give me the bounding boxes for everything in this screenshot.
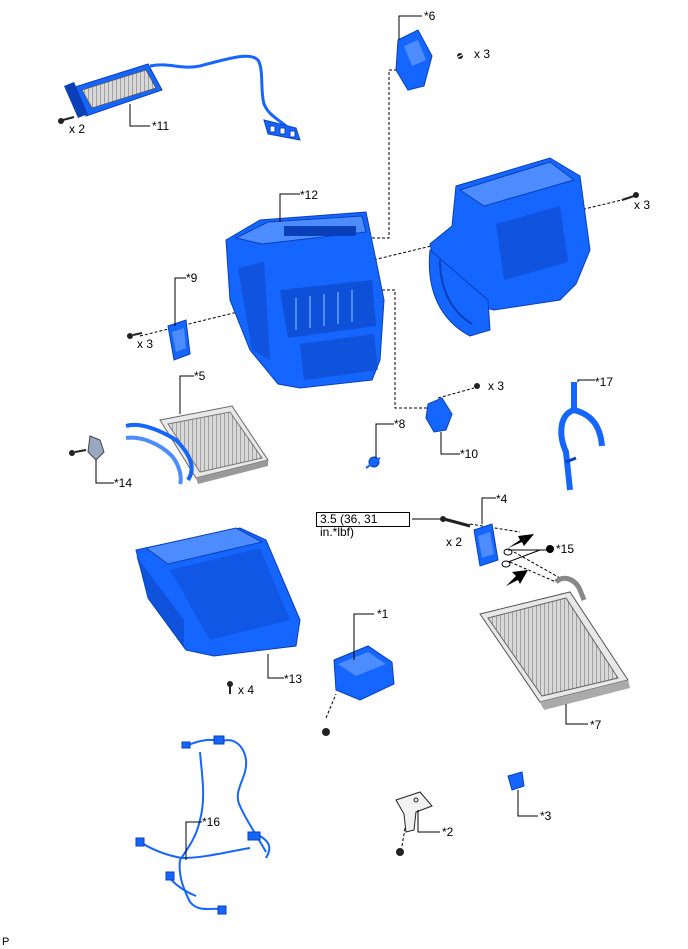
callout-label-15: *15 (556, 542, 575, 556)
actuator-part (167, 319, 191, 361)
servo-motor-part (425, 397, 453, 433)
quantity-label: x 3 (474, 47, 491, 61)
callout-label-17: *17 (595, 375, 614, 389)
screw-icon (455, 53, 465, 59)
leader-line (577, 379, 595, 382)
callout-label-13: *13 (284, 672, 303, 686)
callout-label-11: *11 (152, 119, 170, 133)
screw-icon (127, 332, 143, 339)
damper-servo-part (395, 29, 433, 91)
connector-icon (135, 735, 261, 915)
leader-line (481, 497, 496, 524)
torque-unit: in.*lbf) (320, 525, 355, 539)
leader-line (95, 460, 114, 484)
quantity-label: x 2 (69, 122, 86, 136)
leader-line (417, 810, 440, 833)
leader-line (440, 432, 460, 455)
quantity-label: x 3 (137, 337, 154, 351)
quantity-label: x 3 (488, 379, 505, 393)
blower-case-part (428, 157, 591, 337)
callout-label-7: *7 (590, 718, 602, 732)
callout-label-1: *1 (377, 607, 389, 621)
leader-line (185, 821, 202, 860)
leader-line (565, 704, 588, 725)
nut-icon (396, 848, 404, 856)
leader-line (279, 193, 300, 222)
bracket-part (395, 791, 433, 833)
quantity-label: x 3 (634, 198, 651, 212)
temperature-sensor-part (365, 456, 381, 469)
callout-label-5: *5 (194, 369, 206, 383)
screw-icon (58, 116, 75, 124)
leader-line (267, 654, 284, 679)
quantity-label: x 2 (446, 535, 463, 549)
wire-harness-part (139, 738, 271, 911)
callout-label-2: *2 (442, 825, 454, 839)
leader-line (517, 790, 538, 817)
callout-label-12: *12 (300, 188, 319, 202)
expansion-valve-part (473, 523, 499, 567)
corner-mark: P (2, 936, 10, 948)
bolt-icon (440, 516, 471, 528)
callout-label-8: *8 (394, 417, 406, 431)
leader-line (174, 277, 186, 326)
callout-label-14: *14 (114, 476, 133, 490)
leader-line (398, 15, 422, 40)
hvac-case-part (225, 211, 385, 389)
callout-label-6: *6 (424, 9, 436, 23)
screw-icon (227, 681, 233, 694)
callout-label-10: *10 (460, 447, 479, 461)
torque-value: 3.5 (36, 31 (320, 512, 378, 526)
callout-label-16: *16 (202, 815, 221, 829)
evaporator-case-part (135, 527, 301, 657)
small-clip-part (507, 771, 525, 791)
arrow-icon (506, 534, 534, 586)
callout-label-4: *4 (496, 492, 508, 506)
o-ring-part (501, 548, 513, 568)
evaporator-part (479, 575, 630, 710)
callout-label-3: *3 (540, 809, 552, 823)
new-part-mark-icon (546, 545, 554, 553)
control-module-part (333, 645, 395, 701)
leader-line (179, 375, 194, 414)
leader-line (353, 613, 374, 660)
heater-core-part (125, 405, 269, 485)
callout-label-9: *9 (186, 271, 198, 285)
leader-line (375, 423, 394, 458)
torque-spec-box: 3.5 (36, 31 in.*lbf) (316, 512, 410, 539)
drain-hose-part (558, 382, 605, 491)
nut-icon (322, 728, 330, 736)
leader-line (129, 104, 150, 127)
screw-icon (621, 192, 639, 201)
clamp-part (87, 435, 105, 461)
screw-icon (474, 383, 480, 389)
quantity-label: x 4 (238, 683, 255, 697)
screw-icon (69, 449, 87, 456)
ptc-heater-part (64, 54, 301, 141)
